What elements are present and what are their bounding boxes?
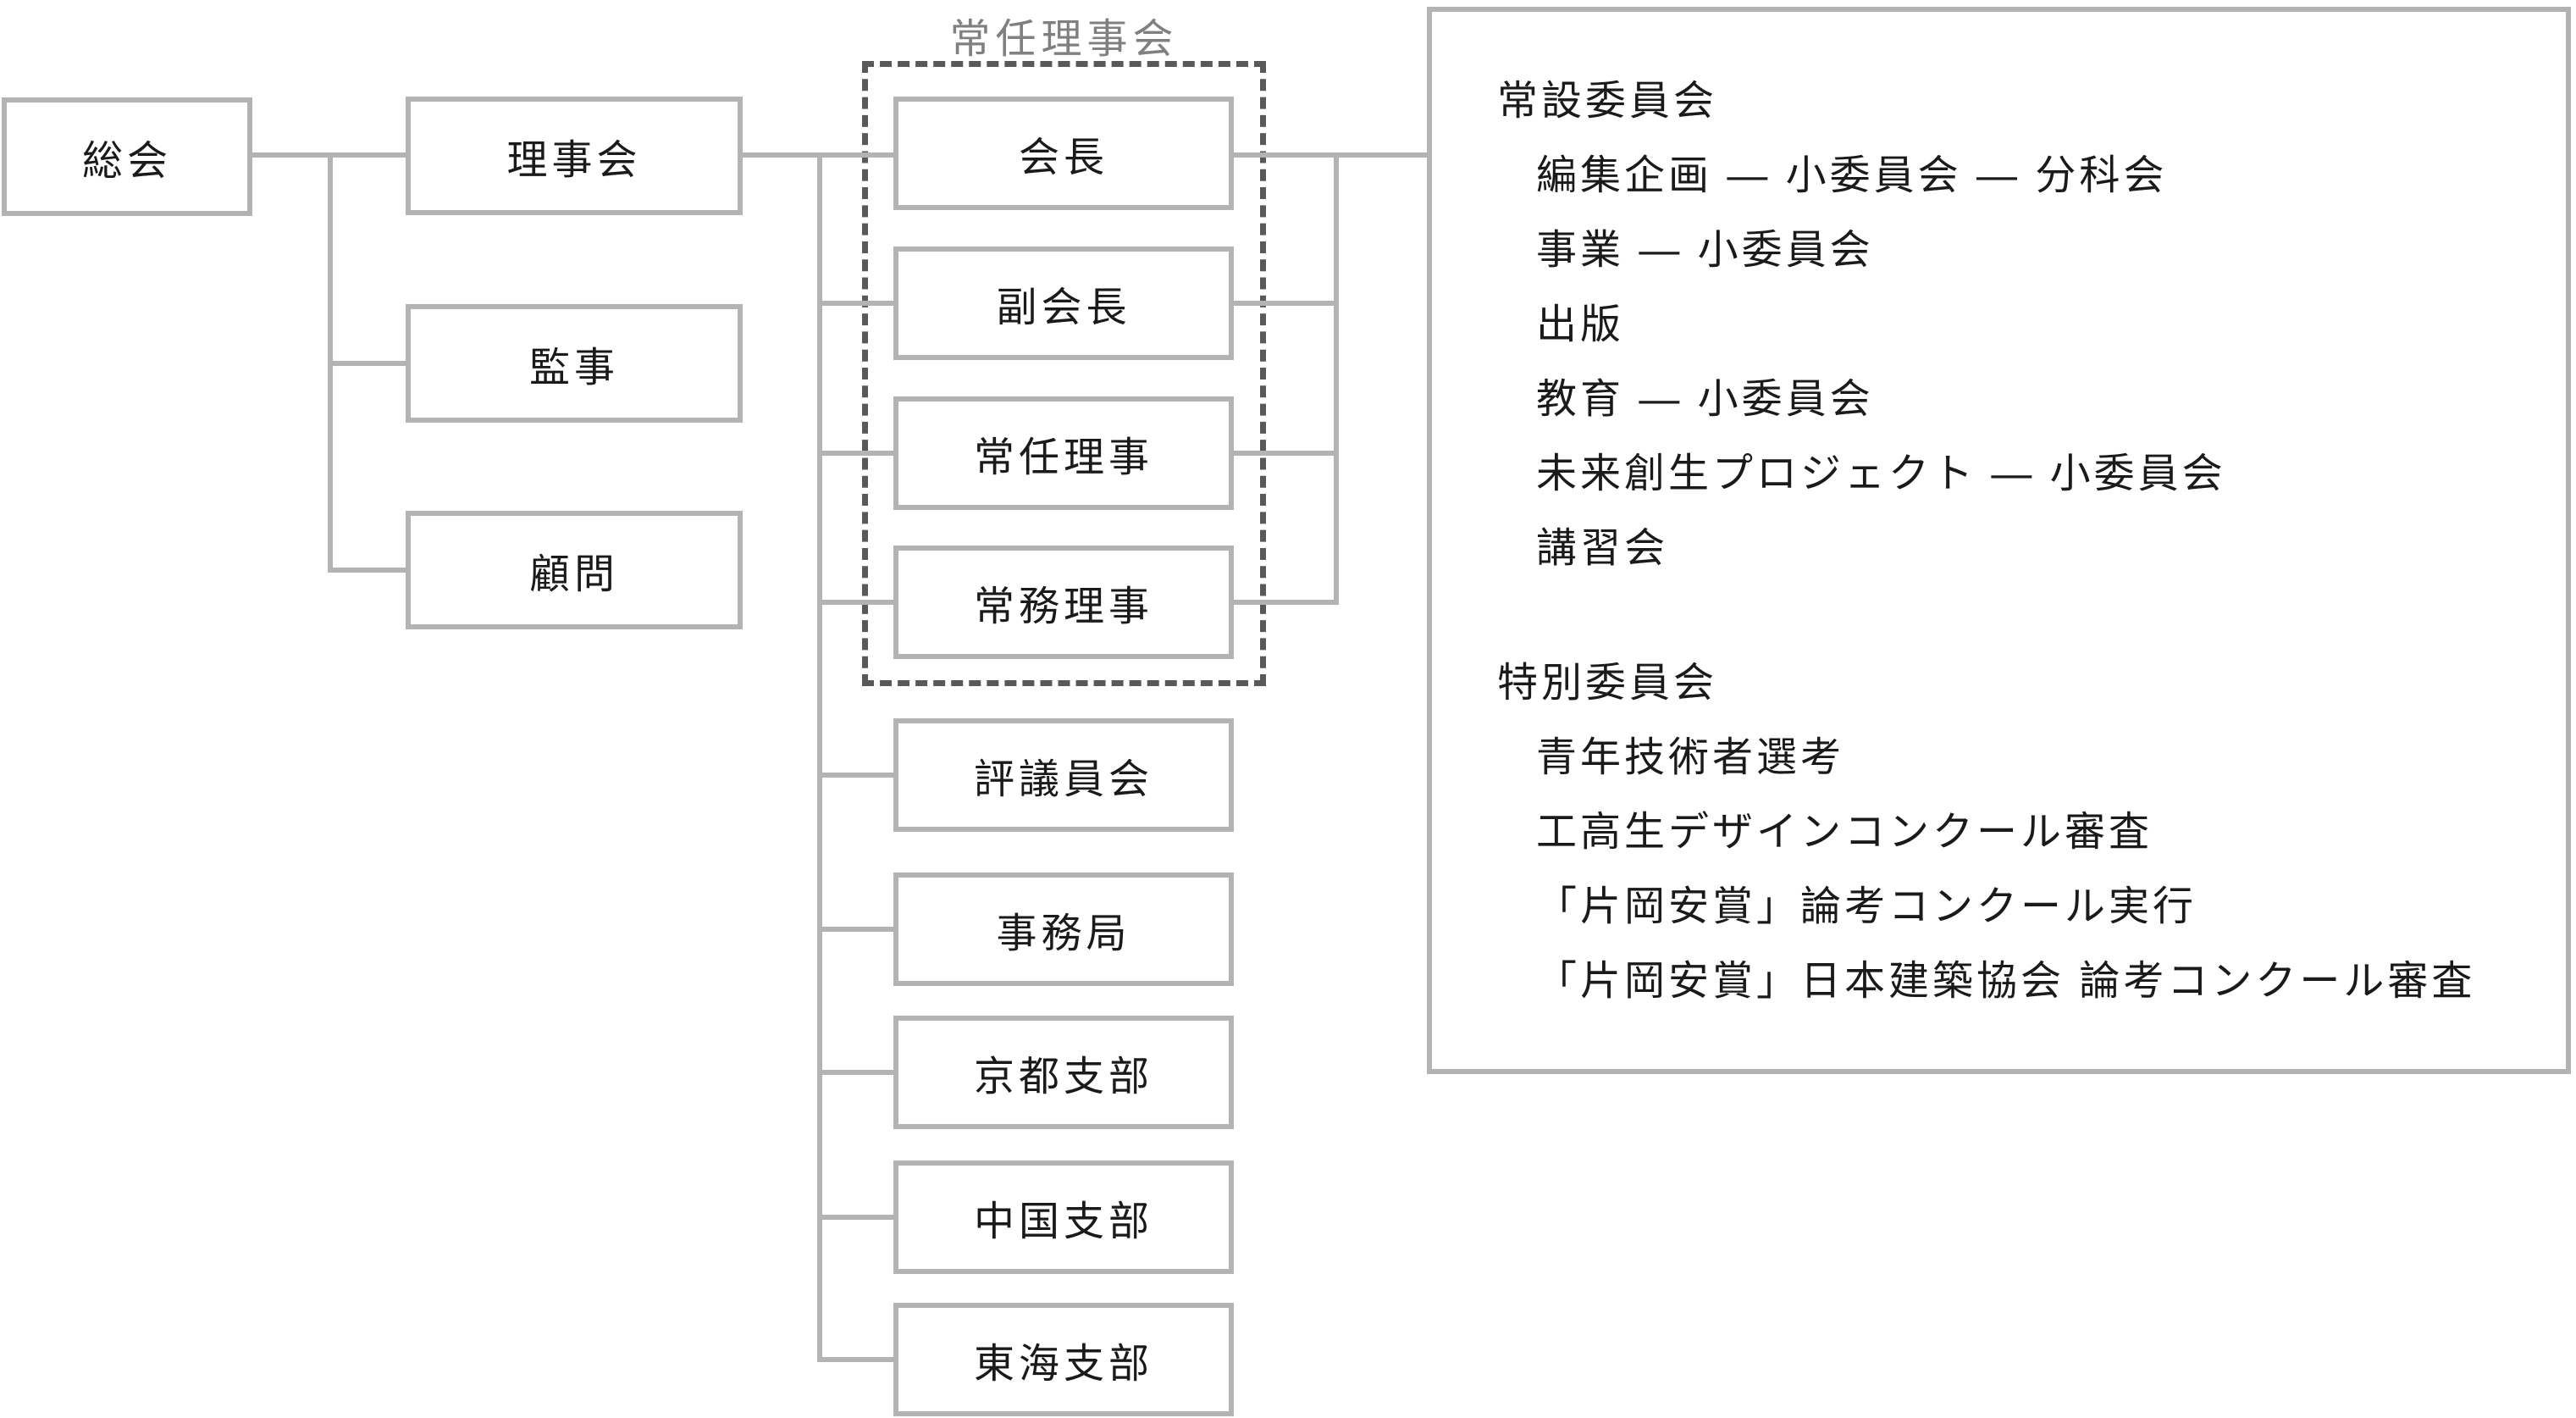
org-box-standing-director: 常任理事 (893, 396, 1234, 510)
panel-spacer (1497, 586, 2540, 646)
org-box-advisor: 顧問 (406, 511, 743, 629)
connector-president-to-committees (1234, 152, 1427, 158)
org-box-label: 監事 (528, 346, 619, 391)
connector-vice-president-to-collector (1234, 301, 1334, 306)
committees-panel: 常設委員会 編集企画 — 小委員会 — 分科会 事業 — 小委員会 出版 教育 … (1427, 7, 2571, 1074)
committee-item: 青年技術者選考 (1536, 735, 1845, 780)
org-box-label: 中国支部 (973, 1199, 1153, 1244)
committee-item: 「片岡安賞」論考コンクール実行 (1536, 884, 2197, 929)
connector-to-tokai-branch (817, 1357, 893, 1362)
org-box-council: 評議員会 (893, 718, 1234, 832)
org-box-board-of-directors: 理事会 (406, 97, 743, 215)
connector-middle-trunk (817, 152, 822, 1362)
connector-to-executive-director (817, 600, 893, 605)
org-box-vice-president: 副会長 (893, 246, 1234, 360)
connector-right-collector (1334, 152, 1339, 605)
executive-board-dashed-group (862, 61, 1266, 686)
committee-item: 未来創生プロジェクト — 小委員会 (1536, 451, 2226, 496)
org-box-tokai-branch: 東海支部 (893, 1303, 1234, 1416)
org-box-label: 常務理事 (973, 584, 1153, 629)
committee-item: 出版 (1536, 302, 1625, 347)
committee-item: 「片岡安賞」日本建築協会 論考コンクール審査 (1536, 959, 2476, 1004)
org-box-auditor: 監事 (406, 304, 743, 423)
connector-to-advisor (328, 568, 406, 573)
org-box-label: 顧問 (528, 552, 619, 597)
committee-item: 教育 — 小委員会 (1536, 377, 1874, 422)
committee-item: 工高生デザインコンクール審査 (1536, 810, 2153, 855)
standing-committees-heading: 常設委員会 (1497, 79, 1718, 124)
org-box-label: 京都支部 (973, 1055, 1153, 1100)
committee-item: 事業 — 小委員会 (1536, 228, 1874, 273)
org-box-label: 事務局 (996, 911, 1131, 956)
org-box-executive-director: 常務理事 (893, 546, 1234, 659)
connector-to-secretariat (817, 927, 893, 932)
connector-standing-director-to-collector (1234, 451, 1334, 456)
org-box-label: 総会 (81, 139, 172, 184)
org-box-secretariat: 事務局 (893, 872, 1234, 986)
org-box-label: 理事会 (506, 138, 642, 183)
org-box-label: 常任理事 (973, 435, 1153, 480)
org-box-label: 副会長 (996, 285, 1131, 330)
org-box-kyoto-branch: 京都支部 (893, 1016, 1234, 1129)
org-box-label: 東海支部 (973, 1342, 1153, 1387)
committee-item: 編集企画 — 小委員会 — 分科会 (1536, 153, 2168, 198)
connector-to-council (817, 773, 893, 778)
org-box-president: 会長 (893, 97, 1234, 210)
executive-board-group-label: 常任理事会 (949, 17, 1179, 62)
org-box-chugoku-branch: 中国支部 (893, 1160, 1234, 1274)
org-box-label: 評議員会 (973, 757, 1153, 802)
connector-to-kyoto-branch (817, 1070, 893, 1075)
connector-executive-director-to-collector (1234, 600, 1334, 605)
connector-to-auditor (328, 361, 406, 366)
connector-to-vice-president (817, 301, 893, 306)
special-committees-heading: 特別委員会 (1497, 661, 1718, 706)
committee-item: 講習会 (1536, 526, 1669, 571)
org-box-label: 会長 (1018, 136, 1108, 180)
org-box-general-assembly: 総会 (2, 97, 252, 216)
connector-to-standing-director (817, 451, 893, 456)
connector-to-chugoku-branch (817, 1215, 893, 1220)
